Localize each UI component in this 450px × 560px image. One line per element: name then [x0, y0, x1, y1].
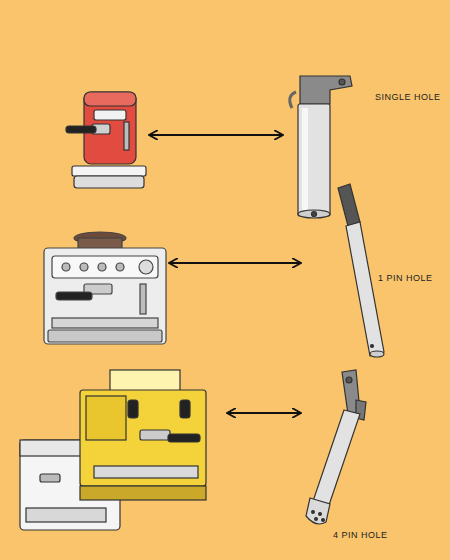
wand-label: 1 PIN HOLE	[378, 273, 433, 283]
double-arrow	[150, 134, 282, 136]
wand-label: SINGLE HOLE	[375, 92, 441, 102]
double-arrow	[228, 412, 300, 414]
wand-label: 4 PIN HOLE	[333, 530, 388, 540]
silver-espresso-machine	[44, 232, 166, 344]
yellow-espresso-machine	[80, 370, 206, 500]
steam-wand	[338, 184, 384, 357]
double-arrow	[170, 262, 300, 264]
steam-wand	[306, 370, 366, 524]
red-espresso-machine	[66, 92, 146, 188]
